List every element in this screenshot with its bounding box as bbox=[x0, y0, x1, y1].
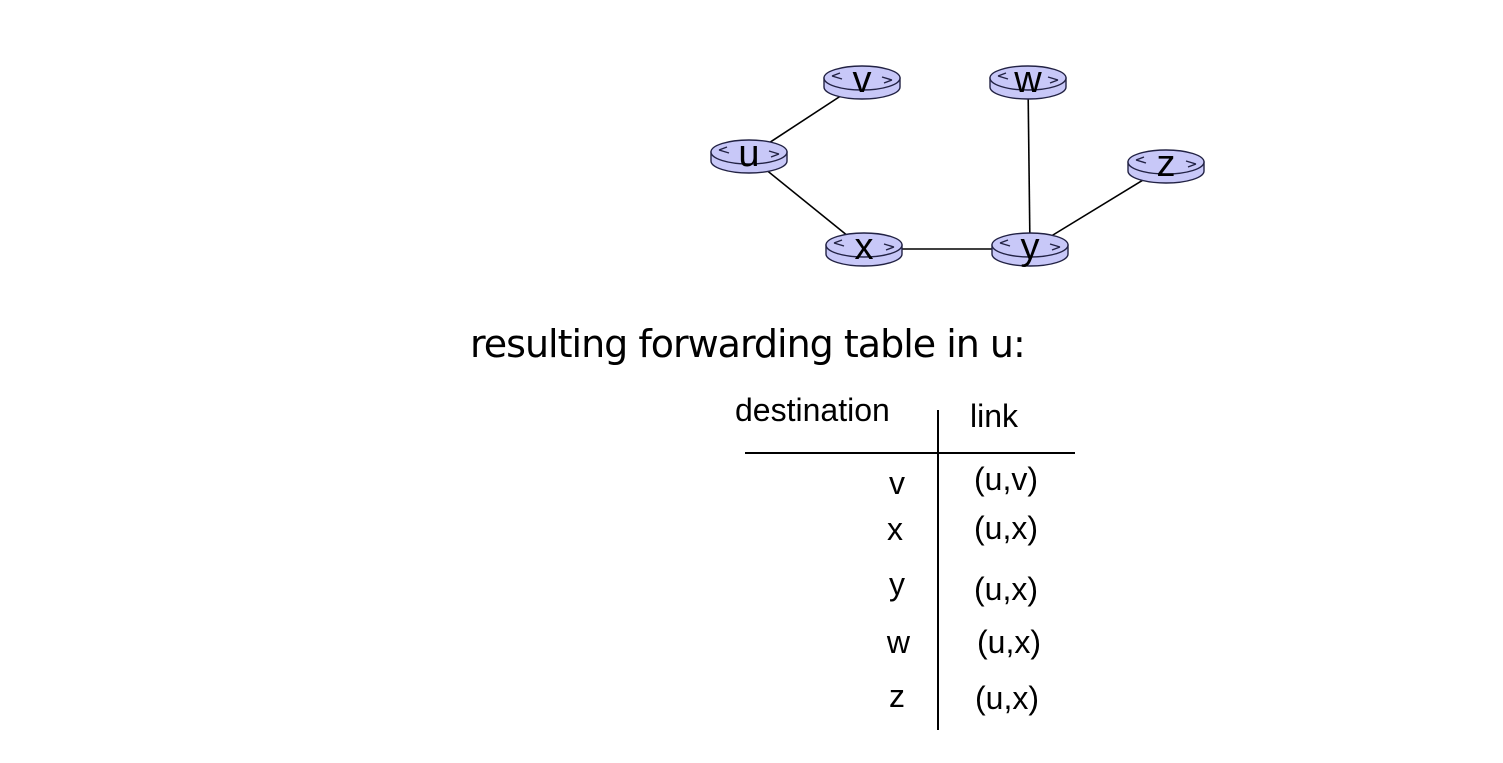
edges-layer bbox=[748, 81, 1167, 250]
table-row-w-link: (u,x) bbox=[977, 624, 1041, 660]
router-label-v: v bbox=[853, 59, 872, 101]
table-row-y-link: (u,x) bbox=[974, 571, 1038, 607]
edge-y-w bbox=[1027, 81, 1031, 250]
router-w: w bbox=[989, 59, 1067, 101]
table-caption: resulting forwarding table in u: bbox=[470, 322, 1026, 366]
nodes-layer: u v w x y z bbox=[710, 59, 1205, 268]
table-row-v-destination: v bbox=[889, 465, 905, 501]
router-label-x: x bbox=[855, 226, 874, 268]
router-v: v bbox=[823, 59, 901, 101]
table-header-rule bbox=[745, 452, 1075, 454]
header-link: link bbox=[970, 398, 1019, 434]
router-label-w: w bbox=[1013, 59, 1042, 101]
router-z: z bbox=[1127, 143, 1205, 185]
table-row-x-destination: x bbox=[887, 511, 903, 547]
table-row-z-link: (u,x) bbox=[975, 680, 1039, 716]
table-row-w-destination: w bbox=[886, 624, 910, 660]
network-diagram: u v w x y z bbox=[710, 59, 1205, 268]
router-label-u: u bbox=[738, 133, 759, 175]
router-x: x bbox=[825, 226, 903, 268]
router-u: u bbox=[710, 133, 788, 175]
router-label-z: z bbox=[1157, 143, 1176, 185]
header-destination: destination bbox=[735, 392, 890, 428]
router-label-y: y bbox=[1021, 226, 1040, 268]
table-column-rule bbox=[937, 410, 939, 730]
table-row-x-link: (u,x) bbox=[974, 510, 1038, 546]
table-row-y-destination: y bbox=[889, 566, 905, 602]
table-row-z-destination: z bbox=[889, 678, 905, 714]
router-y: y bbox=[991, 226, 1069, 268]
table-row-v-link: (u,v) bbox=[974, 461, 1038, 497]
